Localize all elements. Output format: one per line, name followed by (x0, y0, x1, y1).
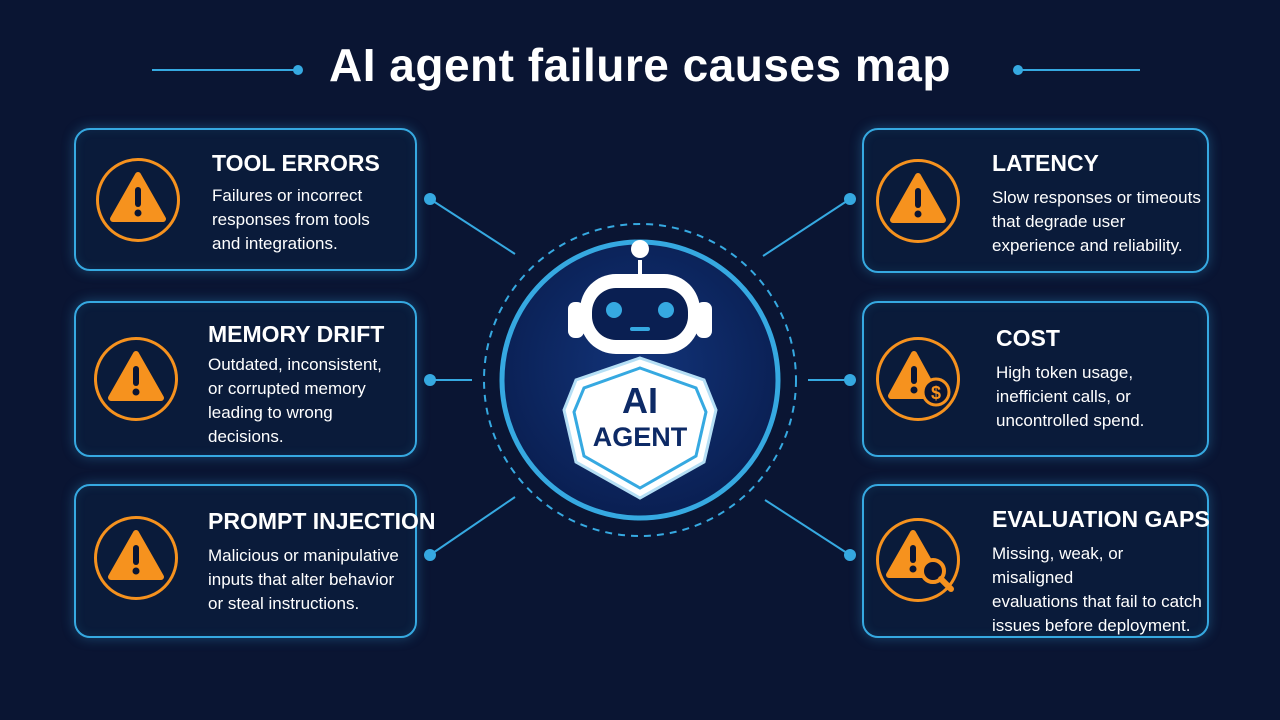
card-description: Outdated, inconsistent, or corrupted mem… (208, 355, 382, 446)
svg-text:$: $ (931, 383, 941, 403)
cause-card-prompt-injection: PROMPT INJECTION Malicious or manipulati… (74, 484, 435, 638)
title-decoration-right (1013, 65, 1140, 75)
connector-memory-drift (424, 374, 472, 386)
connector-latency (762, 193, 856, 257)
cause-card-memory-drift: MEMORY DRIFT Outdated, inconsistent, or … (74, 301, 417, 457)
hub-label-line1: AI (622, 380, 658, 421)
connector-tool-errors (424, 193, 516, 255)
warning-icon (96, 158, 180, 242)
diagram-title: AI agent failure causes map (329, 39, 951, 91)
warning-icon (876, 159, 960, 243)
card-description: Slow responses or timeouts that degrade … (992, 188, 1201, 255)
warning-icon (94, 337, 178, 421)
robot-icon (483, 223, 797, 537)
card-title: LATENCY (992, 150, 1099, 176)
card-description: Failures or incorrect responses from too… (212, 186, 370, 253)
title-decoration-left (152, 65, 303, 75)
card-title: PROMPT INJECTION (208, 508, 436, 534)
cause-card-latency: LATENCY Slow responses or timeouts that … (862, 128, 1209, 273)
card-title: COST (996, 325, 1060, 351)
card-description: High token usage, inefficient calls, or … (996, 363, 1145, 430)
connector-cost (808, 374, 856, 386)
hub-label-line2: AGENT (592, 422, 688, 452)
card-description: Malicious or manipulative inputs that al… (208, 546, 399, 613)
warning-magnifier-icon (876, 518, 960, 602)
warning-dollar-icon: $ (876, 337, 960, 421)
cause-card-evaluation-gaps: EVALUATION GAPS Missing, weak, or misali… (862, 484, 1210, 638)
ai-agent-hub: AI AGENT (470, 222, 810, 538)
cause-card-cost: $ COST High token usage, inefficient cal… (862, 301, 1209, 457)
card-description: Missing, weak, or misaligned evaluations… (992, 544, 1202, 635)
card-title: MEMORY DRIFT (208, 321, 385, 347)
connector-prompt-injection (424, 496, 516, 561)
card-title: EVALUATION GAPS (992, 506, 1210, 532)
warning-icon (94, 516, 178, 600)
card-title: TOOL ERRORS (212, 150, 380, 176)
cause-card-tool-errors: TOOL ERRORS Failures or incorrect respon… (74, 128, 417, 271)
connector-evaluation-gaps (764, 499, 856, 561)
